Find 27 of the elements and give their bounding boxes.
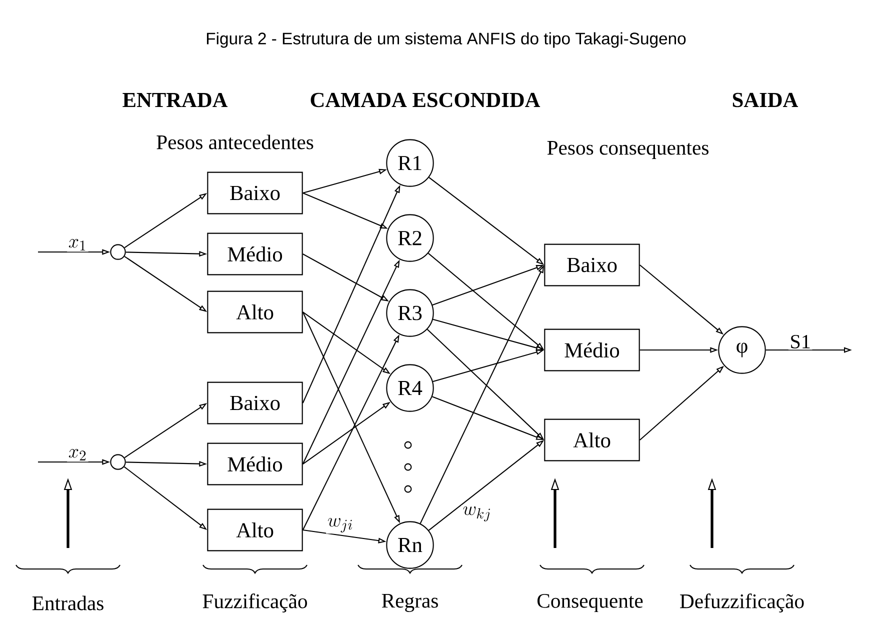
weights-label: Pesos consequentes: [547, 141, 708, 159]
membership-box: Médio: [544, 328, 640, 372]
edge-label: $w_{k j}$: [461, 505, 494, 523]
title: Figura 2 - Estrutura de um sistema ANFIS do tipo Takagi-Sugeno: [206, 32, 686, 48]
membership-box: Alto: [207, 508, 303, 552]
input-node: [110, 454, 126, 470]
weights-label: Pesos antecedentes: [156, 134, 314, 150]
membership-box: Baixo: [207, 172, 303, 214]
layer-heading: SAIDA: [732, 92, 798, 108]
membership-box: Alto: [544, 418, 640, 462]
membership-box: Baixo: [207, 382, 303, 424]
membership-box: Baixo: [544, 244, 640, 286]
edge-label: $x_{1}$: [67, 238, 88, 252]
membership-box: Médio: [207, 232, 303, 276]
stage-label: Fuzzificação: [202, 594, 307, 612]
stage-label: Consequente: [538, 594, 643, 612]
stage-label: Defuzzificação: [680, 594, 804, 612]
input-node: [110, 244, 126, 260]
membership-box: Alto: [207, 290, 303, 334]
edge-label: $x_{2}$: [67, 448, 88, 462]
layer-heading: CAMADA ESCONDIDA: [310, 92, 540, 108]
stage-label: Regras: [382, 594, 438, 612]
stage-label: Entradas: [32, 596, 104, 610]
membership-box: Médio: [207, 442, 303, 486]
edge-label: $w_{j i}$: [326, 516, 355, 534]
edge-label: S1: [788, 334, 812, 350]
layer-heading: ENTRADA: [122, 92, 228, 108]
